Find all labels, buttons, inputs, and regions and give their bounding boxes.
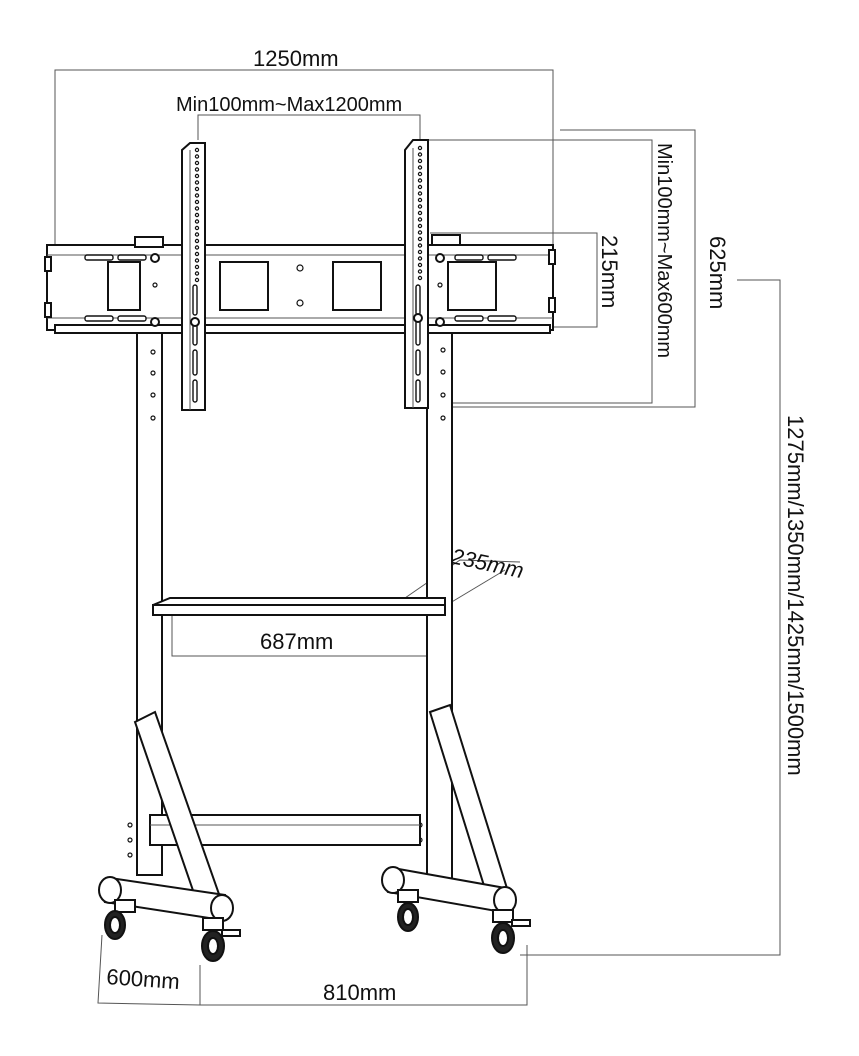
bracket-hole <box>417 223 423 229</box>
bracket-hole <box>417 152 423 157</box>
caster-wheels <box>104 889 531 962</box>
caster-front-right <box>397 889 419 932</box>
label-vesa-vertical: Min100mm~Max600mm <box>653 143 675 358</box>
bracket-hole <box>417 197 423 203</box>
caster-front-left <box>104 899 136 940</box>
left-base-leg <box>98 876 234 922</box>
dimension-lines <box>54 69 781 1006</box>
stand-structure <box>44 139 556 962</box>
right-vesa-bracket <box>404 139 429 409</box>
bracket-hole <box>417 158 423 164</box>
label-overall-width: 1250mm <box>253 46 339 71</box>
caster-back-right <box>491 909 531 954</box>
bracket-hole <box>194 277 200 283</box>
shelf <box>152 597 446 616</box>
bracket-hole <box>194 180 200 185</box>
bracket-hole <box>417 243 423 248</box>
bracket-hole <box>194 212 200 218</box>
bracket-hole <box>194 206 200 211</box>
post-holes <box>127 347 446 858</box>
left-vesa-bracket <box>181 142 206 411</box>
label-shelf-depth: 235mm <box>448 543 526 583</box>
bracket-hole <box>417 236 423 242</box>
bracket-hole <box>194 167 200 172</box>
bracket-hole <box>417 191 423 196</box>
label-base-width: 810mm <box>323 980 396 1005</box>
label-total-height: 1275mm/1350mm/1425mm/1500mm <box>783 415 808 776</box>
caster-back-left <box>201 917 241 962</box>
bracket-hole <box>194 193 200 198</box>
bracket-hole <box>194 271 200 276</box>
bracket-hole <box>194 238 200 244</box>
right-base-leg <box>381 866 517 914</box>
bracket-hole <box>417 256 423 261</box>
label-arm-height: 625mm <box>705 236 730 309</box>
bracket-hole <box>417 204 423 209</box>
bracket-holes <box>194 145 423 283</box>
bracket-hole <box>417 171 423 177</box>
bracket-hole <box>194 264 200 270</box>
bracket-hole <box>417 184 423 190</box>
bracket-hole <box>417 210 423 216</box>
bracket-hole <box>417 249 423 255</box>
bracket-hole <box>194 245 200 250</box>
bracket-hole <box>417 269 423 274</box>
bracket-hole <box>417 230 423 235</box>
label-base-depth: 600mm <box>106 964 181 994</box>
bracket-hole <box>194 186 200 192</box>
bracket-hole <box>194 219 200 224</box>
label-bracket-height: 215mm <box>597 235 622 308</box>
bracket-hole <box>417 165 423 170</box>
bracket-hole <box>194 225 200 231</box>
bracket-hole <box>194 199 200 205</box>
bracket-hole <box>194 160 200 166</box>
bracket-hole <box>194 154 200 159</box>
bracket-hole <box>194 173 200 179</box>
label-vesa-horizontal: Min100mm~Max1200mm <box>176 94 402 116</box>
bracket-hole <box>194 251 200 257</box>
bracket-hole <box>417 217 423 222</box>
bracket-hole <box>417 178 423 183</box>
mounting-rail <box>44 234 556 334</box>
bracket-hole <box>417 145 423 151</box>
bracket-hole <box>417 275 423 281</box>
bracket-hole <box>417 262 423 268</box>
bracket-hole <box>194 232 200 237</box>
bracket-hole <box>194 258 200 263</box>
bracket-hole <box>194 147 200 153</box>
label-shelf-width: 687mm <box>260 629 333 654</box>
